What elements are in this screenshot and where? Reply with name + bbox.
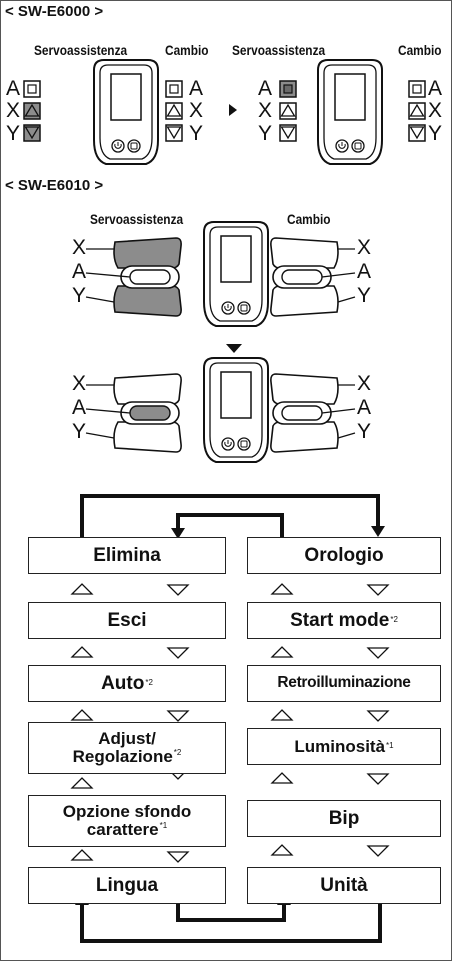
- label-cambio-before: Cambio: [165, 43, 209, 58]
- menu-item-opzione-sfondo-carattere[interactable]: Opzione sfondo carattere*1: [28, 795, 226, 847]
- letter-a: A: [72, 396, 87, 419]
- menu-item-luminosita[interactable]: Luminosità*1: [247, 728, 441, 765]
- menu-item-retroilluminazione[interactable]: Retroilluminazione: [247, 665, 441, 702]
- menu-item-esci[interactable]: Esci: [28, 602, 226, 639]
- menu-item-orologio[interactable]: Orologio: [247, 537, 441, 574]
- section-title-sw-e6000: < SW-E6000 >: [5, 3, 104, 20]
- menu-item-elimina[interactable]: Elimina: [28, 537, 226, 574]
- letter-a: A: [72, 260, 87, 283]
- letter-x: X: [357, 372, 372, 395]
- label-servoassistenza-after: Servoassistenza: [232, 43, 326, 58]
- label-servoassistenza: Servoassistenza: [90, 212, 184, 227]
- letter-a: A: [258, 77, 273, 100]
- menu-item-unita[interactable]: Unità: [247, 867, 441, 904]
- letter-y: Y: [428, 122, 443, 145]
- letter-x: X: [258, 99, 273, 122]
- letter-y: Y: [6, 122, 21, 145]
- letter-y: Y: [189, 122, 204, 145]
- letter-y: Y: [72, 284, 87, 307]
- menu-item-auto[interactable]: Auto*2: [28, 665, 226, 702]
- arrow-down-icon: [226, 344, 242, 353]
- letter-a: A: [189, 77, 204, 100]
- menu-item-lingua[interactable]: Lingua: [28, 867, 226, 904]
- sw-e6010-assist-bottom: [85, 373, 182, 453]
- letter-y: Y: [357, 420, 372, 443]
- arrow-right-icon: [229, 104, 237, 116]
- sw-e6010-shift-bottom: [270, 373, 356, 453]
- menu-item-adjust-regolazione[interactable]: Adjust/ Regolazione*2: [28, 722, 226, 774]
- label-cambio-after: Cambio: [398, 43, 442, 58]
- letter-y: Y: [72, 420, 87, 443]
- flow-connectors: [80, 494, 382, 943]
- sw-e6010-assist-top: [85, 237, 182, 317]
- menu-item-start-mode[interactable]: Start mode*2: [247, 602, 441, 639]
- letter-a: A: [6, 77, 21, 100]
- sw-e6000-after: [279, 59, 426, 165]
- flow-arrowheads: [75, 526, 385, 905]
- letter-x: X: [6, 99, 21, 122]
- letter-y: Y: [357, 284, 372, 307]
- section-title-sw-e6010: < SW-E6010 >: [5, 177, 104, 194]
- label-servoassistenza-before: Servoassistenza: [34, 43, 128, 58]
- sw-e6000-before: [23, 59, 183, 165]
- label-cambio: Cambio: [287, 212, 331, 227]
- letter-x: X: [428, 99, 443, 122]
- letter-a: A: [357, 260, 372, 283]
- nav-triangles: [70, 583, 390, 863]
- letter-x: X: [72, 372, 87, 395]
- menu-item-bip[interactable]: Bip: [247, 800, 441, 837]
- letter-a: A: [428, 77, 443, 100]
- letter-x: X: [189, 99, 204, 122]
- letter-a: A: [357, 396, 372, 419]
- letter-x: X: [357, 236, 372, 259]
- letter-y: Y: [258, 122, 273, 145]
- letter-x: X: [72, 236, 87, 259]
- sw-e6010-shift-top: [270, 237, 356, 317]
